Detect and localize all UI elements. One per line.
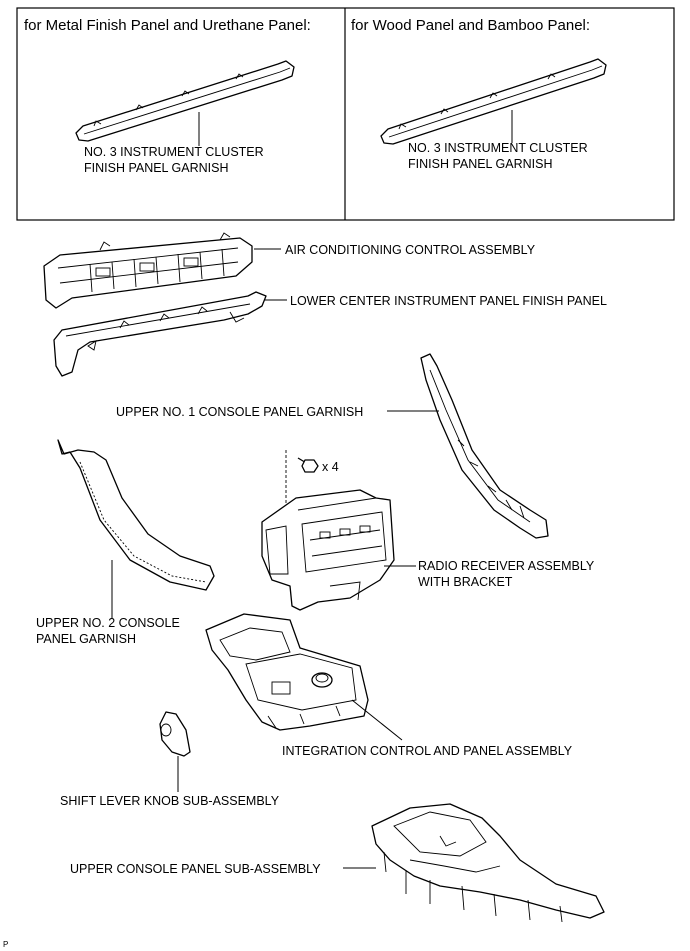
shift-lever-knob-label: SHIFT LEVER KNOB SUB-ASSEMBLY [60,794,280,808]
lower-center-panel-label: LOWER CENTER INSTRUMENT PANEL FINISH PAN… [290,294,607,308]
upper-no2-console-label-line1: UPPER NO. 2 CONSOLE [36,616,180,630]
upper-console-panel-label: UPPER CONSOLE PANEL SUB-ASSEMBLY [70,862,321,876]
left-garnish-label-line1: NO. 3 INSTRUMENT CLUSTER [84,145,264,159]
radio-receiver-label-line1: RADIO RECEIVER ASSEMBLY [418,559,595,573]
right-variant-header: for Wood Panel and Bamboo Panel: [351,17,590,34]
screw-qty-label: x 4 [322,460,339,474]
air-conditioning-label: AIR CONDITIONING CONTROL ASSEMBLY [285,243,536,257]
integration-control-illustration [205,613,369,731]
left-garnish-label-line2: FINISH PANEL GARNISH [84,161,228,175]
shift-lever-knob-illustration [159,711,191,757]
left-garnish-illustration [75,60,295,142]
upper-no1-console-illustration [420,353,549,539]
air-conditioning-control-illustration [43,232,253,309]
right-garnish-illustration [380,58,607,145]
radio-receiver-illustration [261,489,395,611]
upper-no1-console-label: UPPER NO. 1 CONSOLE PANEL GARNISH [116,405,363,419]
right-garnish-label-line2: FINISH PANEL GARNISH [408,157,552,171]
integration-control-label: INTEGRATION CONTROL AND PANEL ASSEMBLY [282,744,573,758]
corner-mark: P [3,940,8,949]
left-variant-header: for Metal Finish Panel and Urethane Pane… [24,17,311,34]
lower-center-panel-illustration [53,291,267,377]
upper-no2-console-illustration [57,439,215,591]
upper-no2-console-label-line2: PANEL GARNISH [36,632,136,646]
variant-box: for Metal Finish Panel and Urethane Pane… [16,7,675,221]
integration-control-leader [351,699,403,741]
screw-illustration [297,457,319,473]
right-garnish-label-line1: NO. 3 INSTRUMENT CLUSTER [408,141,588,155]
radio-receiver-label-line2: WITH BRACKET [418,575,513,589]
upper-console-panel-illustration [371,803,605,923]
